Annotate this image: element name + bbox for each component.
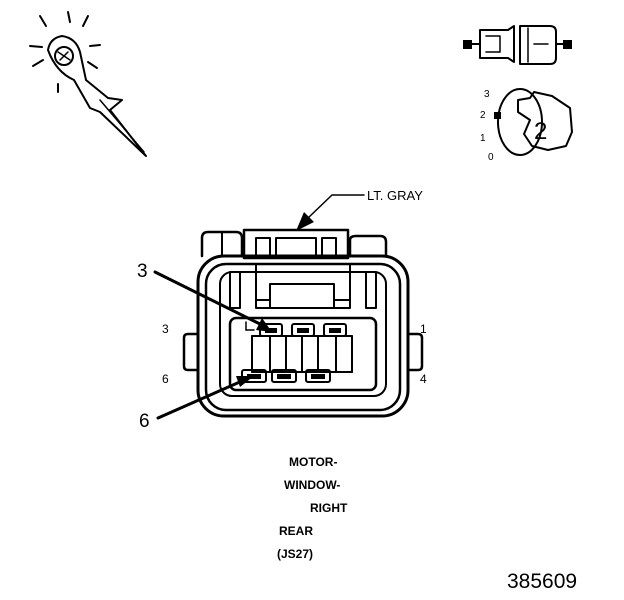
pin-label-4: 4 — [420, 372, 427, 386]
pin-label-1: 1 — [420, 322, 427, 336]
connector-face — [182, 228, 424, 418]
position-number-0: 0 — [488, 152, 494, 163]
component-name-line-4: REAR — [279, 524, 313, 538]
terminal-position-icon: 3 2 1 0 2 — [480, 88, 573, 163]
position-number-3: 3 — [484, 89, 490, 100]
component-name-line-2: WINDOW- — [284, 478, 340, 492]
figure-number: 385609 — [507, 570, 577, 593]
color-leader: LT. GRAY — [296, 188, 423, 231]
terminal-4 — [305, 369, 331, 383]
component-name: MOTOR- WINDOW- RIGHT REAR (JS27) — [277, 455, 348, 561]
position-number-2: 2 — [480, 110, 486, 121]
callout-3-label: 3 — [137, 261, 148, 282]
probe-tool-icon — [29, 11, 147, 157]
terminal-cavities — [241, 323, 347, 383]
pin-label-3: 3 — [162, 322, 169, 336]
callout-6: 6 — [139, 376, 254, 432]
component-name-line-5: (JS27) — [277, 547, 313, 561]
color-label: LT. GRAY — [367, 188, 423, 203]
terminal-5 — [271, 369, 297, 383]
callout-6-label: 6 — [139, 411, 150, 432]
position-number-1: 1 — [480, 133, 486, 144]
connector-end-icon — [463, 25, 572, 65]
component-name-line-3: RIGHT — [310, 501, 348, 515]
terminal-1 — [323, 323, 347, 337]
callout-3: 3 — [137, 261, 272, 332]
component-name-line-1: MOTOR- — [289, 455, 337, 469]
pin-label-6: 6 — [162, 372, 169, 386]
selected-position: 2 — [534, 118, 547, 145]
terminal-2 — [291, 323, 315, 337]
